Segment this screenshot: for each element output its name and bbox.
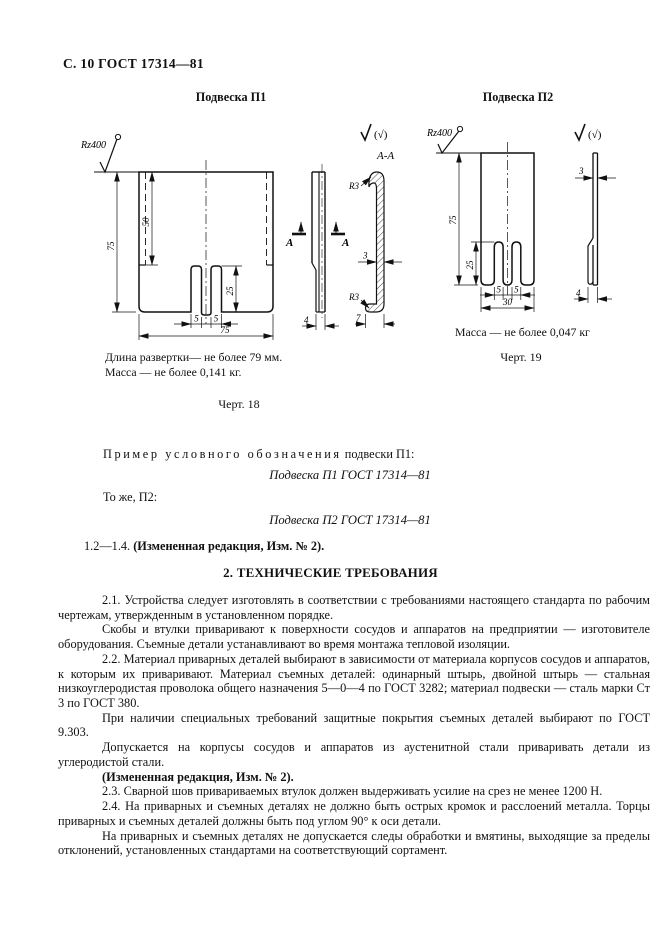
p1-section-dims: R3 R3 3 7 [348, 176, 402, 328]
svg-text:7: 7 [356, 313, 361, 323]
designation-intro-spaced: Пример условного обозначения [103, 447, 342, 461]
paragraph-2-2: 2.2. Материал приварных деталей выбирают… [58, 651, 650, 711]
p1-dim-width: 75 [138, 314, 274, 340]
p2-note-mass: Масса — не более 0,047 кг [455, 325, 590, 339]
svg-text:А: А [341, 237, 349, 249]
amendment-line: 1.2—1.4. (Измененная редакция, Изм. № 2)… [84, 537, 324, 555]
section-2-body: 2.1. Устройства следует изготовлять в со… [58, 593, 650, 858]
svg-text:3: 3 [578, 166, 584, 176]
svg-text:3: 3 [362, 251, 368, 261]
section-2-heading: 2. ТЕХНИЧЕСКИЕ ТРЕБОВАНИЯ [223, 565, 438, 580]
svg-text:50: 50 [141, 217, 151, 227]
paragraph-2-1b: Скобы и втулки приваривают к поверхности… [58, 622, 650, 652]
designation-example-intro: Пример условного обозначения подвески П1… [103, 447, 414, 462]
svg-text:(√): (√) [374, 129, 388, 141]
p1-notes: Длина развертки— не более 79 мм. Масса —… [105, 350, 282, 379]
svg-text:Rz400: Rz400 [426, 128, 452, 139]
p2-dim-width: 30 [480, 287, 535, 312]
p1-caption: Черт. 18 [218, 397, 260, 411]
p1-front-outline [138, 171, 274, 316]
svg-text:Rz400: Rz400 [80, 140, 106, 151]
svg-text:4: 4 [576, 288, 581, 298]
p1-side-view [311, 164, 326, 318]
p1-dim-height: 75 [106, 171, 136, 313]
paragraph-2-1: 2.1. Устройства следует изготовлять в со… [58, 593, 650, 622]
amendment-ref: 1.2—1.4. [84, 539, 134, 553]
roughness-symbol-icon: Rz400 [80, 133, 139, 174]
designation-p1: Подвеска П1 ГОСТ 17314—81 [269, 468, 431, 482]
svg-text:30: 30 [502, 297, 513, 307]
p2-dim-thickness: 3 [575, 166, 616, 181]
paragraph-2-4b: На приварных и съемных деталях не допуск… [58, 828, 650, 858]
p2-dim-slot-depth: 25 [465, 241, 495, 286]
figure-p2-drawing: Rz400 75 25 5 [426, 123, 616, 312]
svg-text:75: 75 [106, 241, 116, 251]
designation-intro-tail: подвески П1: [341, 447, 415, 461]
svg-text:5: 5 [496, 285, 501, 295]
paragraph-2-3: 2.3. Сварной шов привариваемых втулок до… [102, 784, 603, 799]
p1-dim-slot-widths: 5 5 [174, 314, 238, 328]
p1-note-mass: Масса — не более 0,141 кг. [105, 364, 242, 379]
p2-front-outline [480, 152, 535, 286]
figure-p1-title: Подвеска П1 [195, 90, 267, 104]
figure-p1-drawing: Rz400 75 50 25 [80, 123, 402, 340]
p1-dim-side-gap: 4 [302, 314, 339, 330]
svg-text:R3: R3 [348, 181, 359, 191]
page-header: С. 10 ГОСТ 17314—81 [63, 56, 204, 71]
paragraph-amendment: (Измененная редакция, Изм. № 2). [102, 769, 294, 784]
p1-section-shape [364, 171, 385, 313]
paragraph-2-4: 2.4. На приварных и съемных деталях не д… [58, 799, 650, 828]
figure-p2-title: Подвеска П2 [482, 90, 554, 104]
amendment-note: (Измененная редакция, Изм. № 2). [133, 539, 325, 553]
svg-text:5: 5 [214, 314, 219, 324]
p2-dim-slot-widths: 5 5 [480, 285, 535, 300]
p1-dim-bend: 50 [139, 171, 158, 266]
svg-text:R3: R3 [348, 292, 359, 302]
p2-finish-mark-icon: (√) [574, 123, 602, 142]
p2-caption: Черт. 19 [500, 350, 542, 364]
paragraph-2-2c: Допускается на корпусы сосудов и аппарат… [58, 740, 650, 769]
paragraph-2-2b: При наличии специальных требований защит… [58, 710, 650, 740]
p2-dim-side-gap: 4 [574, 287, 612, 303]
designation-same-label: То же, П2: [103, 490, 158, 504]
svg-text:25: 25 [225, 286, 235, 296]
p1-section-cut-marks: А А [285, 221, 349, 249]
designation-p2: Подвеска П2 ГОСТ 17314—81 [269, 513, 431, 527]
roughness-symbol-icon: Rz400 [426, 125, 481, 155]
svg-text:75: 75 [221, 325, 231, 335]
p1-finish-mark-icon: (√) [360, 123, 388, 142]
svg-text:5: 5 [194, 314, 199, 324]
svg-text:А: А [285, 237, 293, 249]
p1-section-title: А-А [376, 150, 394, 162]
svg-text:5: 5 [514, 285, 519, 295]
svg-text:4: 4 [304, 315, 309, 325]
svg-text:25: 25 [465, 260, 475, 270]
p1-note-length: Длина развертки— не более 79 мм. [105, 350, 283, 364]
p1-dim-slot-depth: 25 [221, 265, 242, 313]
p2-side-view [587, 152, 599, 286]
svg-text:(√): (√) [588, 129, 602, 141]
svg-text:75: 75 [448, 215, 458, 225]
